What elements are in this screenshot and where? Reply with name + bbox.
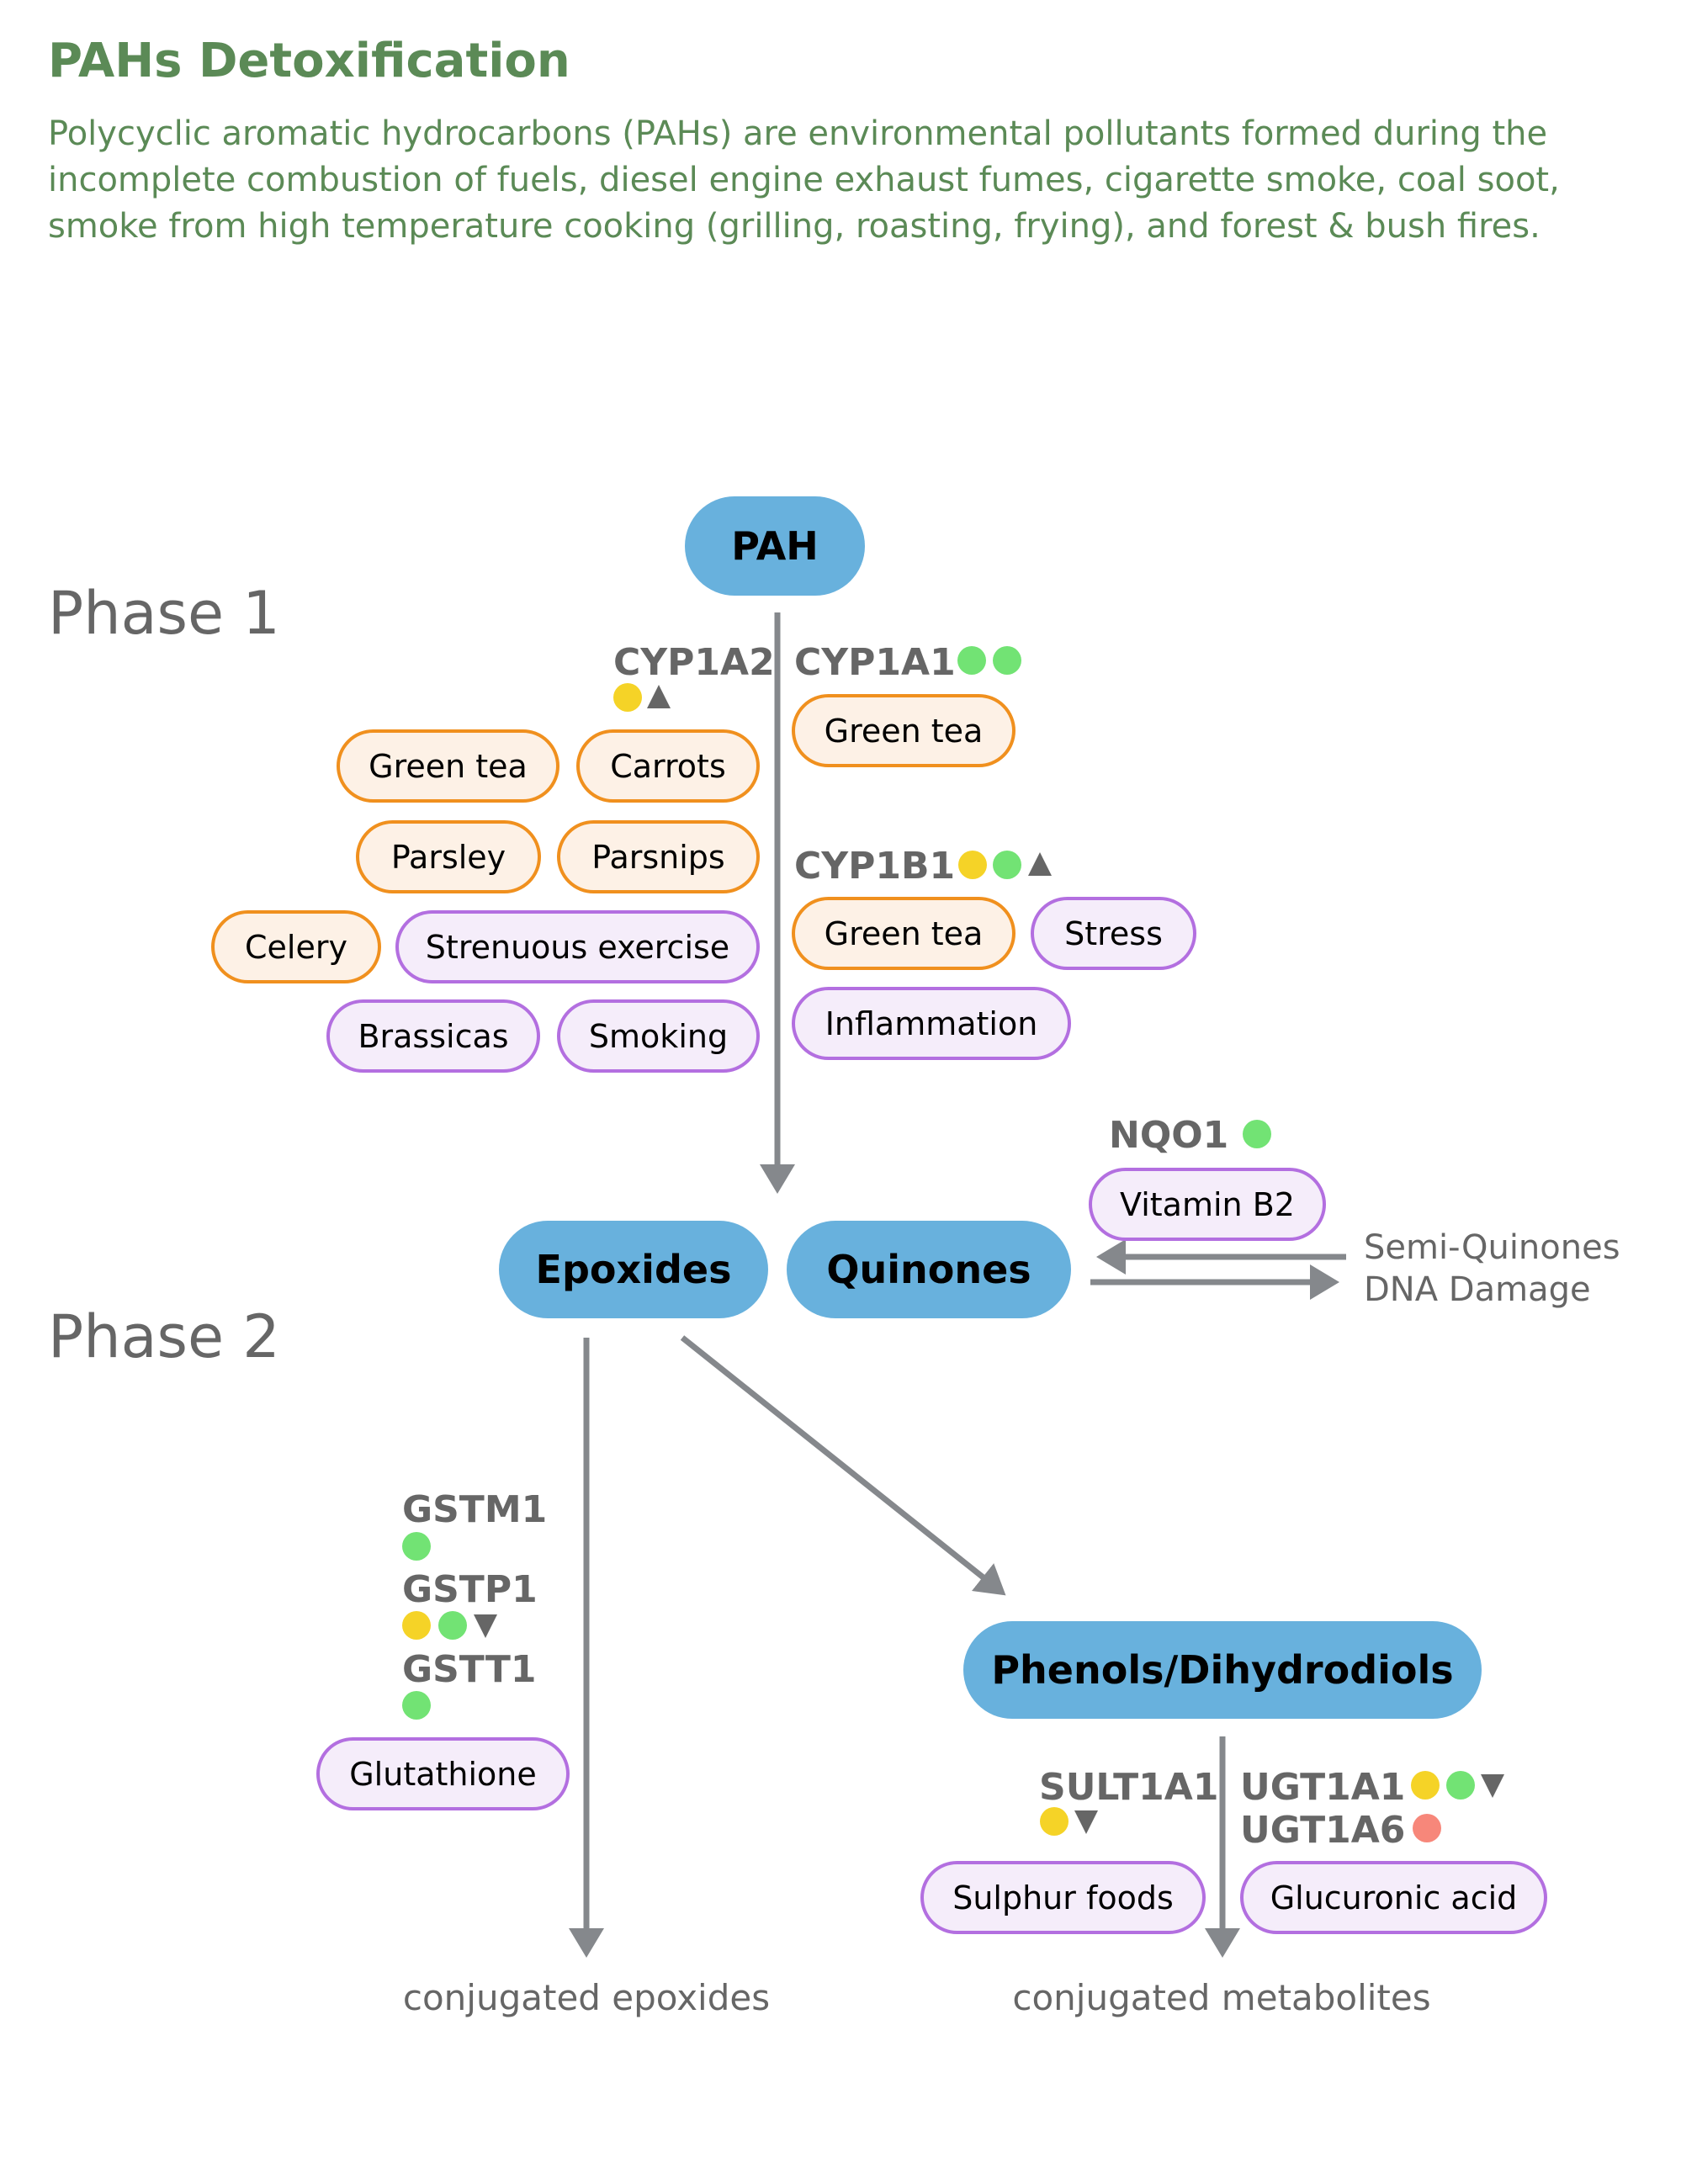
green-dot-icon — [993, 851, 1021, 879]
modifier-pill: Inflammation — [792, 987, 1071, 1060]
green-dot-icon — [993, 646, 1021, 675]
node-pah: PAH — [685, 496, 865, 596]
green-dot-icon — [1243, 1120, 1271, 1148]
node-phenols-dihydrodiols: Phenols/Dihydrodiols — [963, 1621, 1482, 1719]
modifier-pill: Celery — [211, 910, 381, 983]
red-dot-icon — [1413, 1814, 1441, 1842]
up-triangle-icon — [1028, 852, 1052, 876]
yellow-dot-icon — [958, 851, 987, 879]
intro-line: Polycyclic aromatic hydrocarbons (PAHs) … — [48, 114, 1548, 153]
modifier-pill: Sulphur foods — [920, 1861, 1206, 1934]
yellow-dot-icon — [1040, 1807, 1069, 1836]
modifier-pill: Green tea — [792, 897, 1015, 970]
modifier-pill: Smoking — [557, 999, 760, 1073]
green-dot-icon — [402, 1691, 431, 1720]
enzyme-gstp1: GSTP1 — [402, 1568, 538, 1611]
page-title: PAHs Detoxification — [48, 34, 570, 88]
end-product-conjugated-metabolites: conjugated metabolites — [1012, 1977, 1431, 2018]
yellow-dot-icon — [613, 683, 642, 712]
enzyme-gstm1: GSTM1 — [402, 1488, 548, 1531]
up-triangle-icon — [647, 685, 671, 708]
semi-quinones-label: Semi-Quinones — [1364, 1228, 1620, 1267]
modifier-pill: Strenuous exercise — [395, 910, 760, 983]
modifier-pill: Parsnips — [557, 820, 760, 893]
dna-damage-label: DNA Damage — [1364, 1270, 1591, 1309]
green-dot-icon — [957, 646, 986, 675]
enzyme-cyp1a2: CYP1A2 — [613, 641, 775, 684]
end-product-conjugated-epoxides: conjugated epoxides — [402, 1977, 771, 2018]
intro-paragraph: Polycyclic aromatic hydrocarbons (PAHs) … — [48, 111, 1647, 250]
node-epoxides: Epoxides — [499, 1221, 768, 1318]
modifier-pill: Green tea — [337, 729, 559, 803]
modifier-pill: Glutathione — [316, 1737, 570, 1810]
modifier-pill: Brassicas — [326, 999, 540, 1073]
enzyme-gstt1: GSTT1 — [402, 1648, 537, 1691]
intro-line: smoke from high temperature cooking (gri… — [48, 207, 1540, 246]
green-dot-icon — [1446, 1771, 1475, 1800]
intro-line: incomplete combustion of fuels, diesel e… — [48, 161, 1560, 199]
side-output-label: Semi-Quinones DNA Damage — [1364, 1227, 1620, 1311]
down-triangle-icon — [1481, 1774, 1504, 1798]
modifier-pill: Green tea — [792, 694, 1015, 767]
green-dot-icon — [402, 1532, 431, 1561]
down-triangle-icon — [474, 1614, 497, 1638]
enzyme-sult1a1: SULT1A1 — [1039, 1766, 1219, 1809]
green-dot-icon — [438, 1611, 467, 1640]
enzyme-cyp1b1: CYP1B1 — [794, 845, 956, 888]
phase-1-label: Phase 1 — [48, 579, 280, 648]
enzyme-ugt1a6: UGT1A6 — [1240, 1809, 1406, 1852]
yellow-dot-icon — [402, 1611, 431, 1640]
modifier-pill: Carrots — [576, 729, 760, 803]
phase-2-label: Phase 2 — [48, 1302, 280, 1371]
node-quinones: Quinones — [787, 1221, 1071, 1318]
enzyme-ugt1a1: UGT1A1 — [1240, 1766, 1406, 1809]
modifier-pill: Glucuronic acid — [1240, 1861, 1547, 1934]
down-triangle-icon — [1074, 1810, 1098, 1834]
modifier-pill: Vitamin B2 — [1089, 1168, 1326, 1241]
enzyme-cyp1a1: CYP1A1 — [794, 641, 956, 684]
yellow-dot-icon — [1411, 1771, 1440, 1800]
modifier-pill: Stress — [1031, 897, 1196, 970]
enzyme-nqo1: NQO1 — [1109, 1114, 1229, 1157]
modifier-pill: Parsley — [356, 820, 541, 893]
arrow-epoxides-to-phenols — [680, 1335, 1006, 1596]
